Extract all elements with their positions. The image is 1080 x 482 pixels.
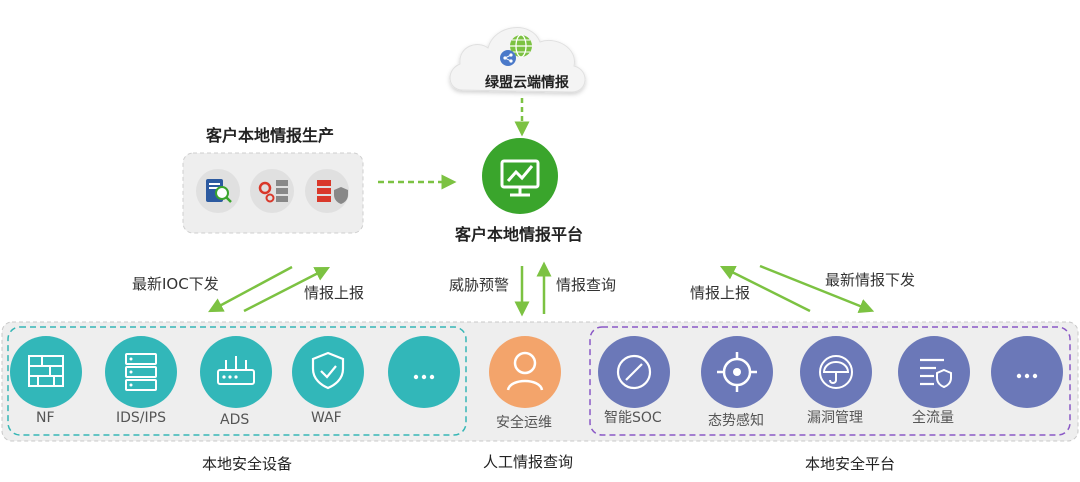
device-more-icon: [388, 336, 460, 408]
device-nf-icon: [10, 336, 82, 408]
cloud-label: 绿盟云端情报: [485, 75, 569, 91]
platform-group-box: [589, 326, 1071, 436]
device-ads-icon: [200, 336, 272, 408]
ops-user-icon: [489, 336, 561, 408]
platform-name: 智能SOC: [604, 410, 662, 426]
cloud-icon: [449, 27, 586, 93]
platform-name: 漏洞管理: [807, 410, 863, 426]
server-shield-icon: [305, 169, 349, 213]
platform-situation-icon: [701, 336, 773, 408]
report-up-arrow-right: [719, 265, 811, 313]
platform-monitor-icon: [482, 138, 558, 214]
platform-name: 态势感知: [708, 413, 764, 429]
platform-vuln-icon: [800, 336, 872, 408]
device-group-label: 本地安全设备: [202, 455, 293, 473]
report-up-left-label: 情报上报: [304, 284, 365, 302]
gear-server-icon: [250, 169, 294, 213]
report-up-arrow-left: [243, 266, 331, 313]
search-intel-icon: [196, 169, 240, 213]
cloud-globe-icon: [500, 34, 532, 66]
ops-query-label: 人工情报查询: [483, 453, 574, 471]
platform-name: 全流量: [912, 410, 954, 426]
device-name: IDS/IPS: [116, 410, 166, 426]
local-production-title: 客户本地情报生产: [206, 126, 335, 145]
platform-group-label: 本地安全平台: [805, 455, 896, 473]
latest-ioc-label: 最新IOC下发: [132, 275, 219, 293]
intel-query-label: 情报查询: [556, 276, 617, 294]
device-group-box: [7, 326, 467, 436]
platform-soc-icon: [598, 336, 670, 408]
ops-name: 安全运维: [496, 415, 552, 431]
latest-intel-arrow: [759, 264, 875, 314]
platform-label: 客户本地情报平台: [455, 225, 584, 244]
device-name: WAF: [311, 410, 342, 426]
platform-flow-icon: [898, 336, 970, 408]
device-waf-icon: [292, 336, 364, 408]
threat-warning-label: 威胁预警: [449, 276, 510, 294]
device-name: ADS: [220, 412, 250, 428]
latest-intel-label: 最新情报下发: [825, 271, 916, 289]
device-ids-ips-icon: [105, 336, 177, 408]
device-name: NF: [36, 410, 55, 426]
platform-more-icon: [991, 336, 1063, 408]
report-up-right-label: 情报上报: [690, 284, 751, 302]
ioc-down-arrow: [208, 265, 293, 313]
